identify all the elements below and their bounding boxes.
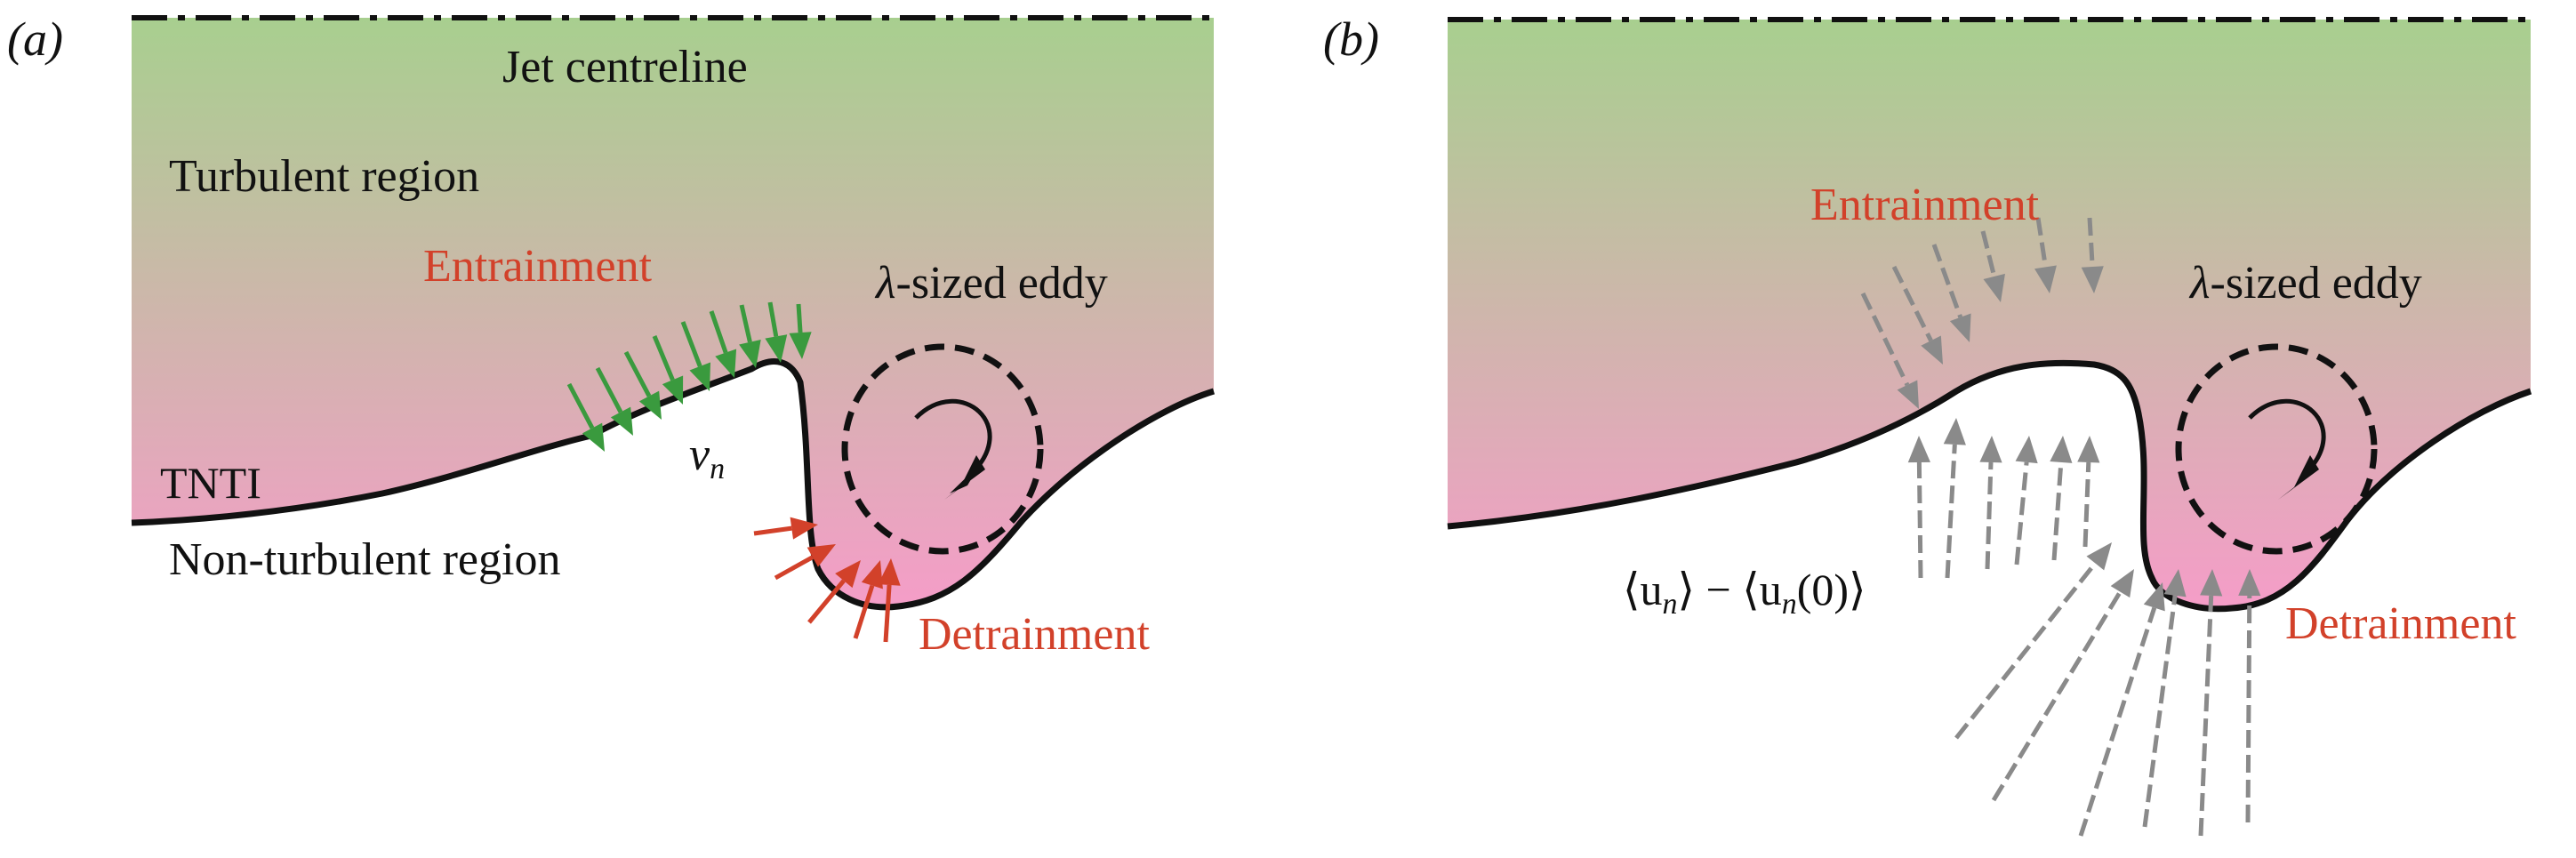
velocity-arrow-shaft — [2245, 595, 2252, 823]
vn-label-a: vn — [689, 429, 725, 485]
velocity-arrow-shaft — [1860, 292, 1910, 387]
tnti-boundary-b — [1447, 359, 2532, 613]
entrainment-arrow-head — [715, 349, 737, 378]
detrainment-arrow-shaft — [774, 555, 815, 581]
velocity-arrow-head — [1921, 335, 1943, 365]
velocity-arrow-head — [2050, 436, 2073, 463]
entrainment-arrow-head — [662, 375, 684, 405]
turbulent-region-label-a: Turbulent region — [169, 151, 479, 202]
velocity-arrow-head — [2238, 569, 2261, 597]
eddy-rotation-arrow-a — [914, 398, 992, 477]
detrainment-arrow-head — [861, 560, 883, 589]
entrainment-arrow-shaft — [680, 321, 702, 367]
entrainment-arrow-shaft — [595, 366, 623, 413]
velocity-arrow-shaft — [1991, 590, 2123, 802]
velocity-arrow-head — [1907, 436, 1930, 463]
entrainment-arrow-head — [582, 422, 605, 452]
velocity-arrow-head — [2081, 266, 2104, 293]
entrainment-label-a: Entrainment — [423, 241, 653, 292]
entrainment-arrow-head — [739, 339, 761, 368]
detrainment-arrow-shaft — [807, 579, 846, 624]
velocity-arrow-shaft — [1916, 461, 1923, 579]
velocity-arrow-head — [2015, 436, 2038, 464]
turbulent-region-fill-a — [132, 18, 1214, 607]
panel-a: (a) Jet centreline Turbulent region Entr… — [7, 12, 1216, 660]
eddy-rotation-arrow-b — [2248, 398, 2326, 477]
velocity-arrows-b — [1860, 217, 2261, 837]
velocity-arrow-head — [2200, 569, 2223, 597]
panel-b: (b) Entrainment λ-sized eddy Detrainment… — [1323, 12, 2532, 837]
lambda-eddy-label-b: λ-sized eddy — [2188, 258, 2422, 309]
tnti-boundary-a — [131, 358, 1216, 611]
detrainment-arrow-shaft — [883, 584, 892, 643]
detrainment-arrow-head — [878, 558, 901, 586]
detrainment-arrow-shaft — [753, 525, 792, 536]
velocity-arrow-shaft — [1945, 444, 1957, 579]
entrainment-arrow-shaft — [796, 303, 803, 333]
velocity-arrow-shaft — [1985, 461, 1994, 570]
velocity-arrow-shaft — [2087, 217, 2095, 268]
velocity-arrow-shaft — [2014, 461, 2029, 565]
velocity-arrow-shaft — [2142, 595, 2178, 828]
velocity-arrow-head — [2110, 569, 2134, 598]
detrainment-arrows-a — [753, 517, 901, 643]
velocity-expression-b: ⟨un⟩ − ⟨un(0)⟩ — [1623, 565, 1866, 621]
detrainment-arrow-head — [807, 544, 836, 567]
detrainment-arrow-shaft — [853, 584, 875, 639]
entrainment-arrows-a — [566, 301, 812, 452]
velocity-arrow-head — [1983, 273, 2005, 302]
velocity-arrow-shaft — [2198, 595, 2214, 837]
entrainment-arrow-shaft — [739, 304, 752, 343]
velocity-arrow-shaft — [2082, 461, 2091, 548]
detrainment-label-b: Detrainment — [2285, 598, 2516, 649]
velocity-arrow-shaft — [1931, 244, 1963, 318]
lambda-eddy-dashed-a — [841, 343, 1044, 555]
velocity-arrow-head — [2163, 569, 2187, 597]
entrainment-arrow-shaft — [709, 310, 728, 354]
tnti-label-a: TNTI — [160, 458, 261, 508]
velocity-arrow-head — [1943, 418, 1966, 445]
entrainment-arrow-head — [638, 390, 662, 420]
lambda-eddy-dashed-b — [2175, 343, 2378, 555]
lambda-eddy-label-a: λ-sized eddy — [874, 258, 1108, 309]
velocity-arrow-shaft — [2051, 461, 2064, 561]
entrainment-arrow-head — [765, 334, 788, 363]
detrainment-arrow-head — [835, 560, 861, 589]
velocity-arrow-head — [2143, 582, 2165, 612]
entrainment-arrow-shaft — [566, 382, 595, 429]
velocity-arrow-head — [2034, 265, 2057, 293]
velocity-arrow-shaft — [1891, 265, 1933, 342]
eddy-rotation-arrowhead-b — [2278, 455, 2319, 500]
detrainment-label-a: Detrainment — [919, 609, 1150, 660]
detrainment-arrow-head — [790, 517, 818, 540]
turbulent-region-fill-b — [1448, 20, 2531, 609]
entrainment-arrow-shaft — [623, 350, 652, 397]
entrainment-arrow-head — [689, 362, 710, 391]
entrainment-arrow-head — [610, 406, 633, 436]
panel-tag-b: (b) — [1323, 12, 1379, 66]
velocity-arrow-shaft — [1980, 230, 1997, 277]
velocity-arrow-shaft — [2078, 606, 2157, 837]
velocity-arrow-head — [1897, 380, 1919, 409]
panel-tag-a: (a) — [7, 12, 63, 66]
entrainment-arrow-shaft — [767, 301, 779, 337]
entrainment-arrow-shaft — [652, 335, 675, 381]
entrainment-arrow-head — [789, 332, 812, 359]
non-turbulent-region-label-a: Non-turbulent region — [169, 534, 560, 585]
velocity-arrow-head — [2077, 436, 2100, 463]
jet-centreline-label-a: Jet centreline — [502, 42, 748, 92]
velocity-arrow-head — [1949, 313, 1971, 342]
velocity-arrow-head — [1979, 436, 2002, 463]
eddy-rotation-arrowhead-fill-a — [944, 455, 985, 500]
entrainment-label-b: Entrainment — [1810, 180, 2040, 230]
velocity-arrow-shaft — [2035, 217, 2048, 268]
velocity-arrow-head — [2086, 542, 2112, 571]
velocity-arrow-shaft — [1954, 561, 2098, 740]
